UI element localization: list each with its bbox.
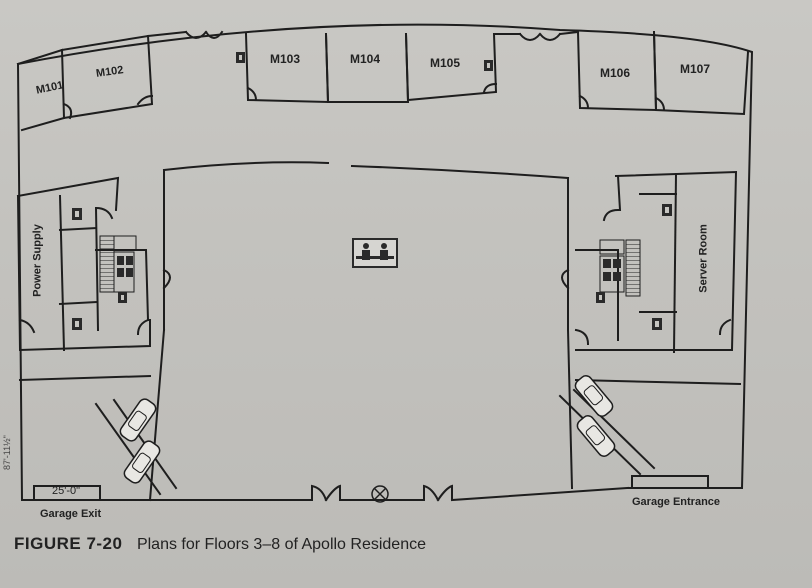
figure-number: FIGURE 7-20	[14, 534, 123, 553]
garage-entrance-opening	[631, 475, 709, 489]
parking-line	[94, 402, 162, 496]
door-arc	[18, 318, 36, 334]
door-arc	[654, 96, 666, 112]
door-arc	[324, 484, 341, 502]
door-arc	[62, 102, 73, 120]
stairs-left	[99, 235, 137, 293]
server-room-label: Server Room	[697, 224, 710, 293]
room-m103-outline	[244, 32, 330, 104]
door-arc	[204, 30, 224, 39]
left-core-outline	[16, 176, 120, 212]
door-arc	[136, 94, 154, 106]
room-m105-outline	[404, 32, 498, 102]
room-m104-outline	[324, 32, 410, 103]
garage-exit-label: Garage Exit	[40, 508, 102, 520]
figure-caption-text: Plans for Floors 3–8 of Apollo Residence	[136, 536, 426, 553]
room-m102-outline	[60, 34, 154, 120]
door-arc	[136, 318, 150, 336]
door-arc	[718, 318, 732, 336]
room-m107-label: M107	[680, 62, 711, 76]
car-icon	[574, 375, 614, 417]
room-m103-label: M103	[270, 52, 301, 66]
room-m104-label: M104	[350, 52, 381, 66]
door-arc	[574, 328, 590, 346]
building-left-wall	[16, 62, 151, 501]
door-arc	[94, 206, 114, 220]
door-arc	[436, 484, 453, 502]
room-m107-outline	[652, 30, 750, 116]
garage-exit-opening	[33, 485, 101, 501]
figure-caption: FIGURE 7-20 Plans for Floors 3–8 of Apol…	[14, 534, 426, 554]
door-arc	[423, 484, 440, 502]
exit-sign-icon	[371, 485, 389, 503]
door-arc	[311, 484, 328, 502]
door-arc	[482, 82, 498, 94]
room-m105-label: M105	[430, 56, 461, 70]
car-icon	[123, 440, 161, 484]
door-arc	[518, 32, 542, 41]
car-icon	[576, 415, 616, 457]
side-dimension-label: 87'-11½"	[2, 435, 12, 470]
room-m106-label: M106	[600, 66, 631, 80]
door-arc	[538, 32, 562, 41]
power-supply-label: Power Supply	[31, 224, 44, 297]
door-arc	[246, 86, 258, 102]
garage-width-label: 25'-0"	[52, 485, 81, 497]
door-arc	[602, 208, 620, 222]
garage-entrance-label: Garage Entrance	[632, 496, 721, 508]
door-arc	[162, 268, 171, 290]
door-arc	[184, 30, 208, 39]
lobby-outline	[162, 161, 330, 172]
car-icon	[119, 398, 157, 442]
building-outline	[16, 23, 754, 489]
door-arc	[561, 268, 570, 290]
stairs-right	[599, 239, 641, 297]
room-m101-outline	[16, 48, 66, 132]
door-arc	[578, 94, 590, 110]
reception-icon	[352, 238, 398, 268]
